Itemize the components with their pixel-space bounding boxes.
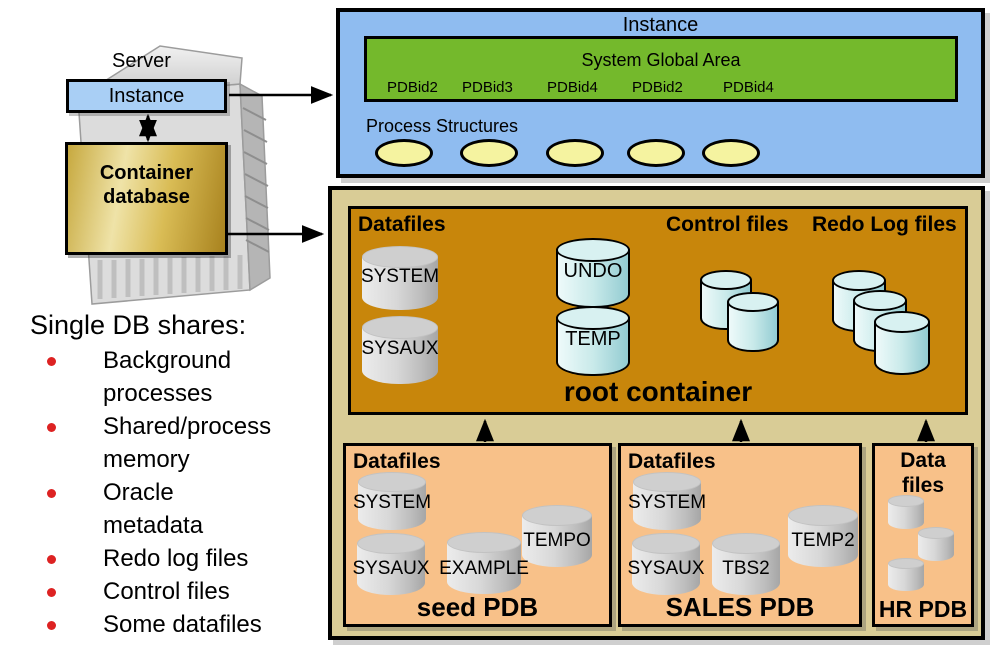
sales-tbs2-cylinder bbox=[712, 533, 780, 595]
cylinder-system-label: SYSTEM bbox=[360, 266, 440, 287]
control-file-cylinder bbox=[727, 292, 779, 352]
hr-pdb-title: HR PDB bbox=[878, 596, 968, 622]
sales-system-cylinder bbox=[633, 472, 701, 530]
shares-item-text: Control files bbox=[103, 578, 230, 605]
shares-list-item: Oracle metadata bbox=[33, 476, 263, 542]
redo-log-files-label: Redo Log files bbox=[812, 213, 957, 236]
cylinder-sysaux-label: SYSAUX bbox=[361, 338, 439, 359]
server-side-face bbox=[239, 82, 271, 292]
seed-pdb-title: seed PDB bbox=[416, 592, 539, 622]
seed-datafiles-label: Datafiles bbox=[353, 450, 441, 473]
seed-sysaux-cylinder bbox=[357, 533, 425, 595]
pdbid-label: PDBid2 bbox=[632, 79, 683, 96]
pdbid-label: PDBid2 bbox=[387, 79, 438, 96]
shares-item-text: Some datafiles bbox=[103, 611, 262, 638]
shares-list-item: Control files bbox=[33, 575, 263, 608]
server-instance-box: Instance bbox=[66, 79, 227, 113]
seed-system-label: SYSTEM bbox=[352, 492, 432, 513]
seed-tempo-label: TEMPO bbox=[523, 530, 591, 551]
pdbid-label: PDBid4 bbox=[723, 79, 774, 96]
shares-list-item: Some datafiles bbox=[33, 608, 263, 641]
sales-temp2-label: TEMP2 bbox=[791, 530, 855, 551]
process-oval bbox=[546, 139, 604, 167]
sales-tbs2-label: TBS2 bbox=[722, 558, 770, 579]
shares-item-text: Background processes bbox=[103, 347, 232, 407]
hr-datafile-cylinder bbox=[888, 558, 924, 591]
sales-pdb-title: SALES PDB bbox=[665, 592, 815, 622]
control-files-label: Control files bbox=[666, 213, 789, 236]
sales-system-label: SYSTEM bbox=[627, 492, 707, 513]
shares-item-text: Redo log files bbox=[103, 545, 249, 572]
cylinder-temp bbox=[556, 306, 630, 376]
instance-panel-title: Instance bbox=[622, 14, 699, 36]
server-vent-slats bbox=[97, 255, 243, 299]
seed-example-label: EXAMPLE bbox=[439, 558, 529, 579]
sales-sysaux-cylinder bbox=[632, 533, 700, 595]
pdbid-label: PDBid4 bbox=[547, 79, 598, 96]
cylinder-system bbox=[362, 246, 438, 310]
bullet-icon bbox=[47, 423, 56, 432]
shares-title: Single DB shares: bbox=[30, 310, 247, 340]
pdbid-label: PDBid3 bbox=[462, 79, 513, 96]
process-oval bbox=[460, 139, 518, 167]
bullet-icon bbox=[47, 621, 56, 630]
sga-title: System Global Area bbox=[581, 50, 741, 70]
shares-list: Background processes Shared/process memo… bbox=[33, 344, 271, 641]
seed-example-cylinder bbox=[447, 532, 521, 594]
cylinder-temp-label: TEMP bbox=[565, 328, 621, 350]
process-structures-label: Process Structures bbox=[366, 116, 519, 136]
hr-datafiles-label: Data files bbox=[900, 449, 946, 497]
bullet-icon bbox=[47, 555, 56, 564]
sales-sysaux-label: SYSAUX bbox=[627, 558, 705, 579]
shares-list-item: Redo log files bbox=[33, 542, 263, 575]
hr-datafile-cylinder bbox=[918, 527, 954, 561]
server-cdb-label: Container database bbox=[99, 162, 194, 208]
bullet-icon bbox=[47, 357, 56, 366]
hr-datafile-cylinder bbox=[888, 495, 924, 529]
server-drive-bays bbox=[242, 107, 270, 253]
bullet-icon bbox=[47, 588, 56, 597]
root-container-title: root container bbox=[563, 376, 753, 407]
redo-log-cylinder bbox=[874, 311, 930, 375]
process-oval bbox=[702, 139, 760, 167]
server-label: Server bbox=[112, 50, 171, 72]
process-oval bbox=[627, 139, 685, 167]
seed-tempo-cylinder bbox=[522, 505, 592, 567]
root-datafiles-label: Datafiles bbox=[358, 213, 446, 236]
shares-item-text: Oracle metadata bbox=[103, 479, 204, 539]
bullet-icon bbox=[47, 489, 56, 498]
cylinder-undo-label: UNDO bbox=[563, 260, 623, 282]
sales-temp2-cylinder bbox=[788, 505, 858, 567]
shares-list-item: Background processes bbox=[33, 344, 263, 410]
seed-system-cylinder bbox=[358, 472, 426, 530]
shares-list-item: Shared/process memory bbox=[33, 410, 271, 476]
server-instance-label: Instance bbox=[108, 85, 185, 107]
process-oval bbox=[375, 139, 433, 167]
server-cdb-box: Container database bbox=[65, 142, 228, 255]
shares-item-text: Shared/process memory bbox=[103, 413, 272, 473]
sales-datafiles-label: Datafiles bbox=[628, 450, 716, 473]
seed-sysaux-label: SYSAUX bbox=[352, 558, 430, 579]
cylinder-undo bbox=[556, 238, 630, 308]
sga-box bbox=[364, 36, 958, 102]
cylinder-sysaux bbox=[362, 316, 438, 384]
